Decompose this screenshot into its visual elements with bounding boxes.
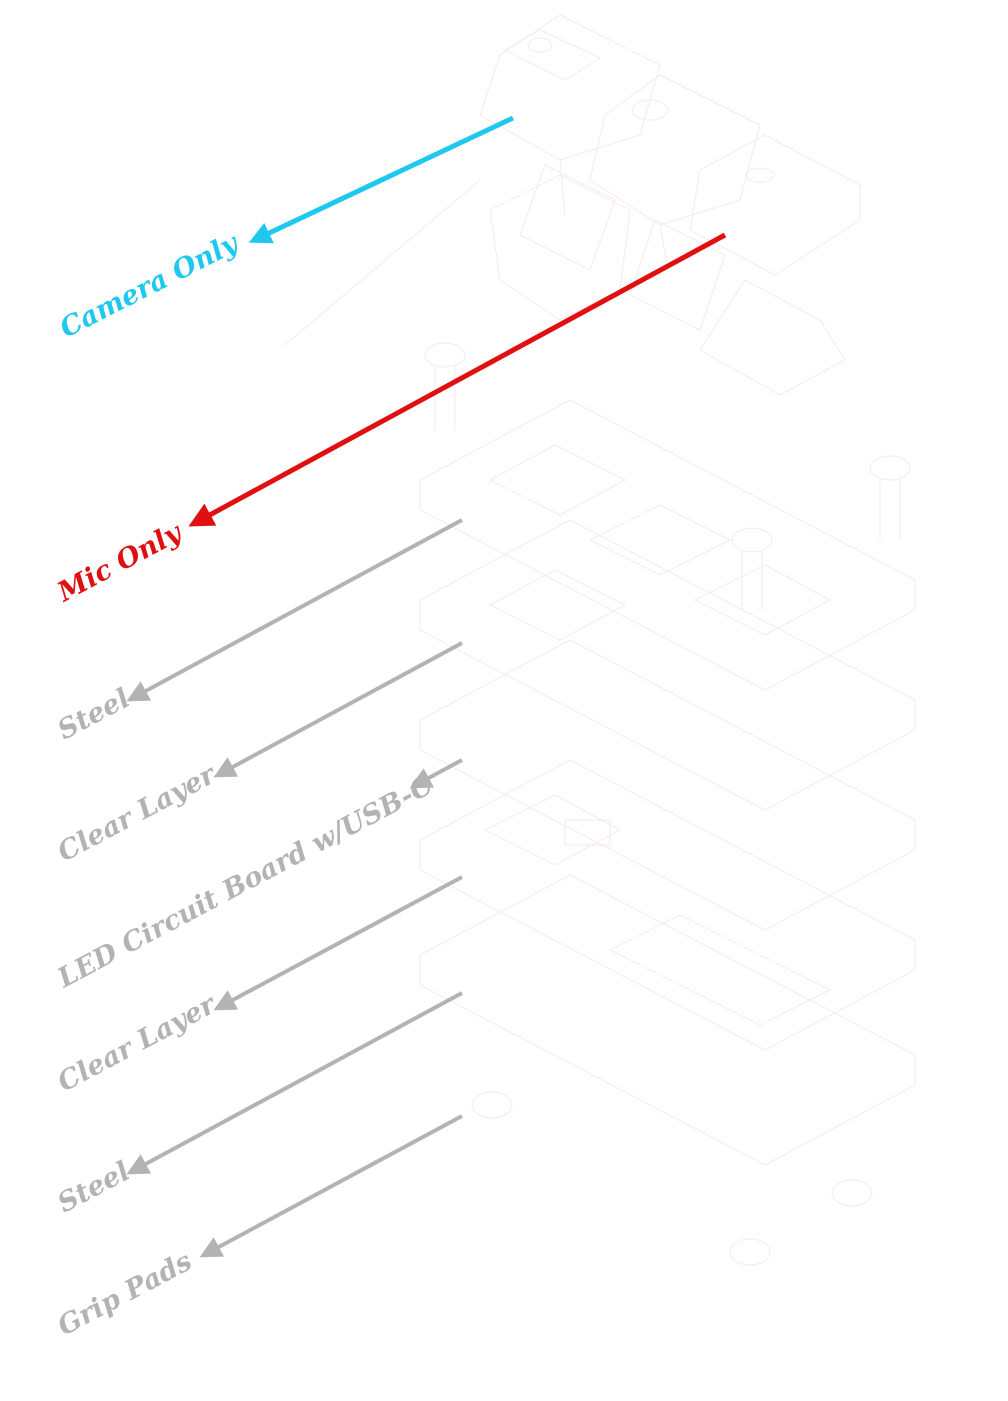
label-clear-top: Clear Layer [53,758,222,868]
arrow-camera [248,115,515,244]
arrow-steel-top [126,518,463,702]
callout-labels: Camera Only Mic Only Steel Clear Layer L… [52,227,438,1342]
plate-clear-top [419,519,916,811]
arrow-grip-pads [199,1114,463,1258]
keycap-camera [479,14,661,216]
switches [489,164,846,396]
keycap-mic [589,74,761,271]
arrow-clear-top [213,641,463,778]
label-led-board: LED Circuit Board w/USB-C [52,770,438,995]
label-steel-bottom: Steel [53,1156,135,1219]
plate-clear-bottom [419,759,916,1051]
arrow-clear-bottom [213,875,463,1011]
label-mic: Mic Only [52,516,189,608]
label-steel-top: Steel [53,683,135,746]
arrow-led-board [409,758,463,789]
arrow-mic [188,232,727,527]
pcb-board [419,639,916,931]
label-grip-pads: Grip Pads [53,1246,197,1342]
plate-steel-top [419,399,916,691]
keycap-third [689,134,861,276]
background-exploded-drawing [284,14,916,1266]
label-clear-bottom: Clear Layer [53,988,222,1098]
screws [424,342,911,610]
label-camera: Camera Only [55,227,245,344]
grip-pads [471,1091,873,1266]
plate-steel-bottom [419,874,916,1166]
callout-arrows [126,115,727,1258]
arrow-steel-bottom [126,991,463,1175]
